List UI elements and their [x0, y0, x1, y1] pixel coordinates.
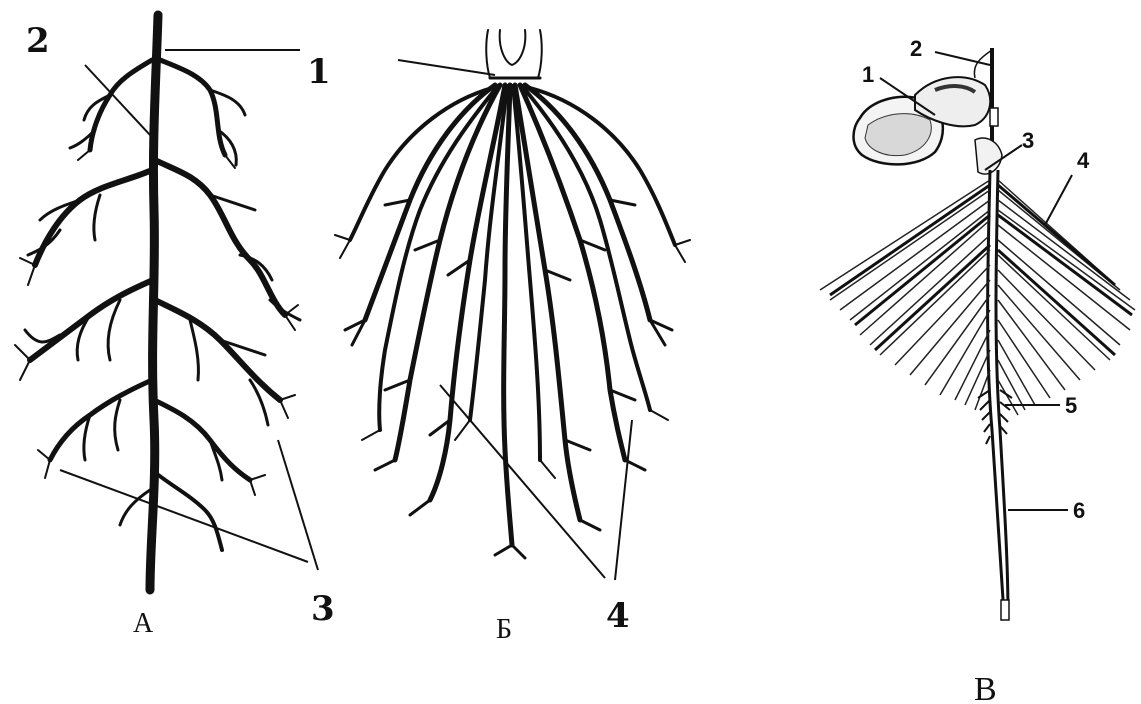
leader-line-3a-a: [60, 470, 308, 562]
panel-a-taproot-system: 1 2 3 А: [15, 15, 335, 639]
label-5-c: 5: [1065, 393, 1077, 418]
leader-line-stem-b: [398, 60, 495, 75]
panel-b-fibrous-root-system: 4 Б: [335, 30, 690, 645]
label-2-a: 2: [26, 21, 50, 61]
leader-line-3b-a: [278, 440, 318, 570]
label-4-b: 4: [606, 596, 630, 636]
seedling-drawing: [820, 48, 1135, 620]
label-2-c: 2: [910, 36, 922, 61]
panel-a-letter: А: [133, 608, 154, 639]
label-6-c: 6: [1073, 498, 1085, 523]
taproot-drawing: [15, 15, 300, 590]
leader-line-4-c: [1045, 175, 1072, 225]
panel-c-seedling-root: 1 2 3 4 5 6 В: [820, 36, 1135, 704]
leader-line-4a-b: [440, 385, 605, 578]
label-1-c: 1: [862, 62, 874, 87]
panel-b-letter: Б: [496, 614, 512, 645]
label-4-c: 4: [1077, 148, 1090, 173]
label-1-a: 1: [307, 52, 331, 92]
label-3-a: 3: [311, 589, 335, 629]
panel-c-letter: В: [974, 671, 997, 704]
fibrous-root-drawing: [335, 30, 690, 558]
label-3-c: 3: [1022, 128, 1034, 153]
